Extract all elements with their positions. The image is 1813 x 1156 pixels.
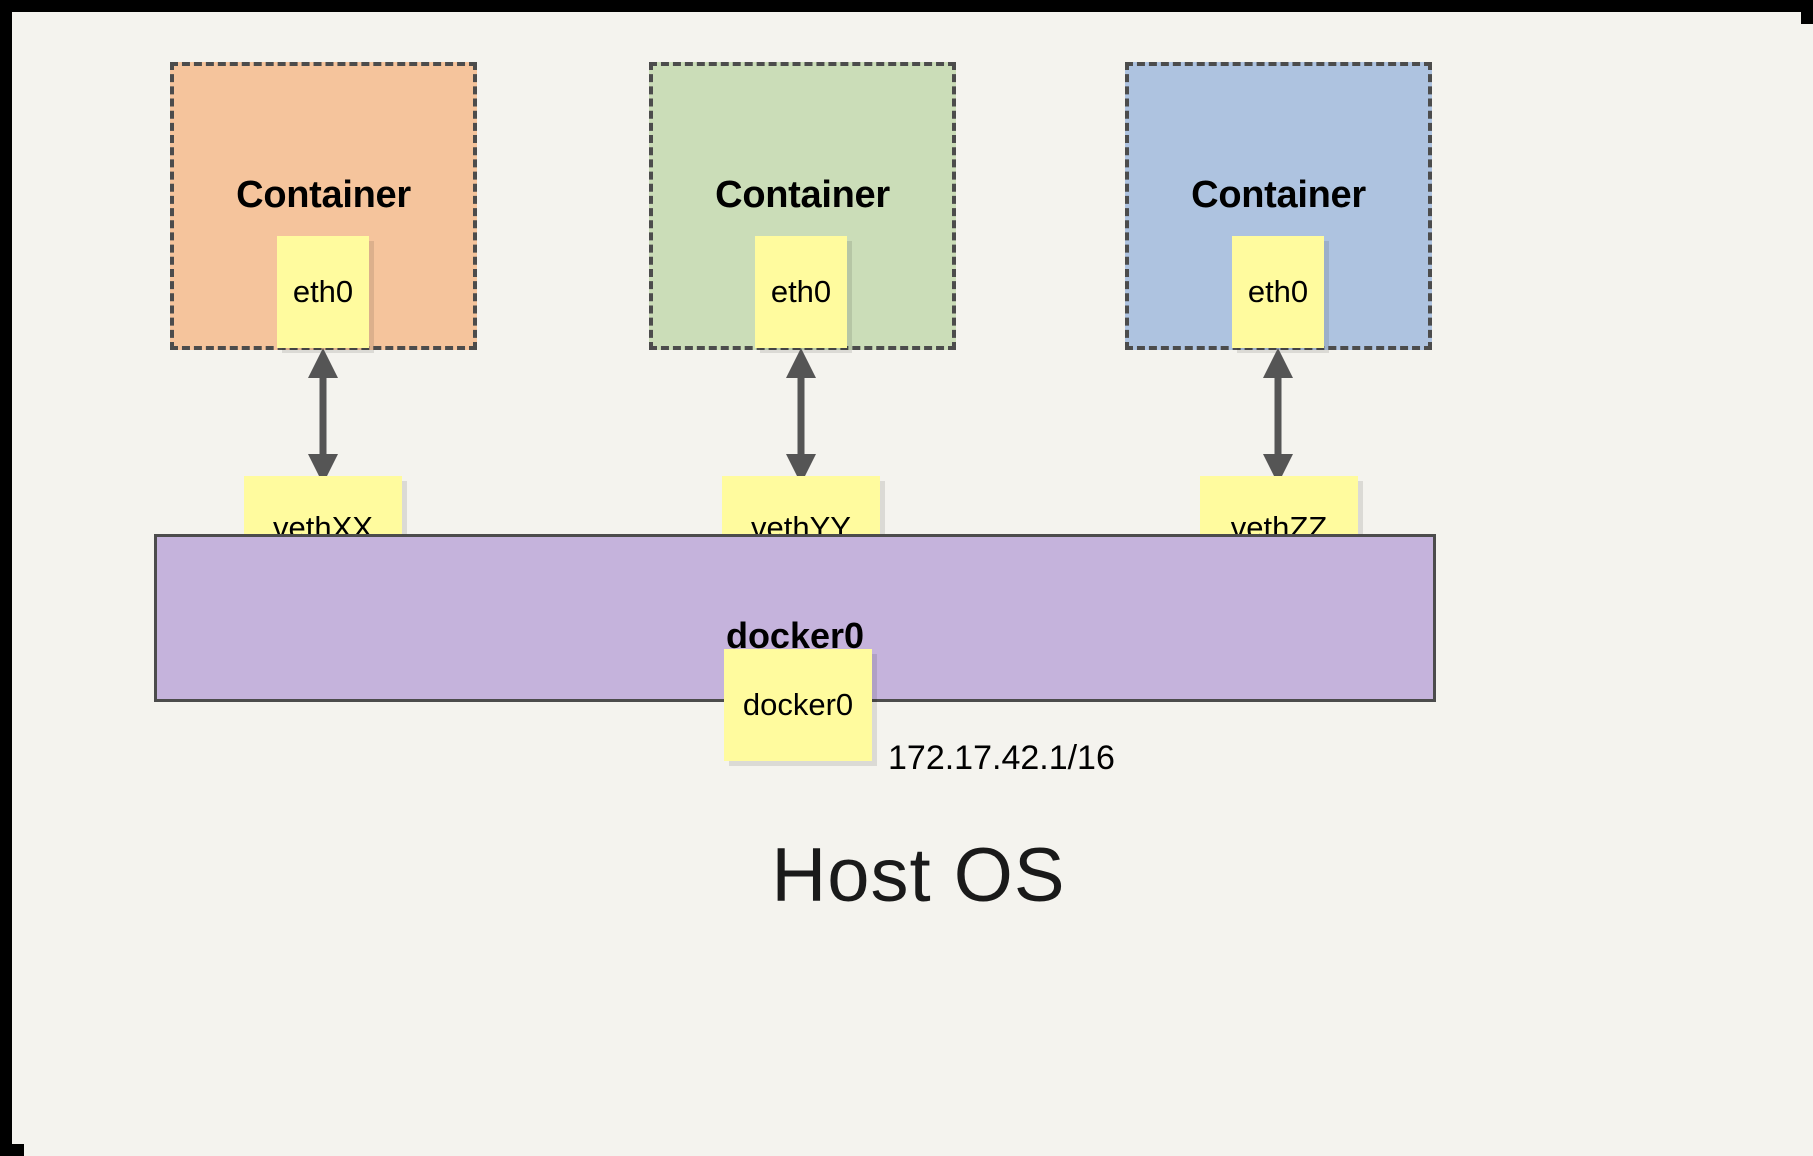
host-os-label: Host OS	[771, 833, 1066, 918]
container-title-3: Container	[1191, 174, 1366, 216]
arrow-container-3-to-veth	[1263, 348, 1293, 484]
docker0-interface-label: docker0	[742, 687, 854, 722]
eth0-label-3: eth0	[1247, 274, 1309, 309]
docker0-interface-box: docker0	[724, 649, 872, 761]
eth0-box-1: eth0	[277, 236, 369, 348]
arrow-container-1-to-veth	[308, 348, 338, 484]
arrow-container-2-to-veth	[786, 348, 816, 484]
eth0-box-3: eth0	[1232, 236, 1324, 348]
diagram-canvas: Container eth0 vethXX Container eth0 vet…	[24, 24, 1813, 1156]
container-box-2: Container	[649, 62, 956, 350]
container-title-2: Container	[715, 174, 890, 216]
eth0-box-2: eth0	[755, 236, 847, 348]
container-title-1: Container	[236, 174, 411, 216]
docker0-ip-address: 172.17.42.1/16	[888, 739, 1115, 777]
eth0-label-2: eth0	[770, 274, 832, 309]
eth0-label-1: eth0	[292, 274, 354, 309]
